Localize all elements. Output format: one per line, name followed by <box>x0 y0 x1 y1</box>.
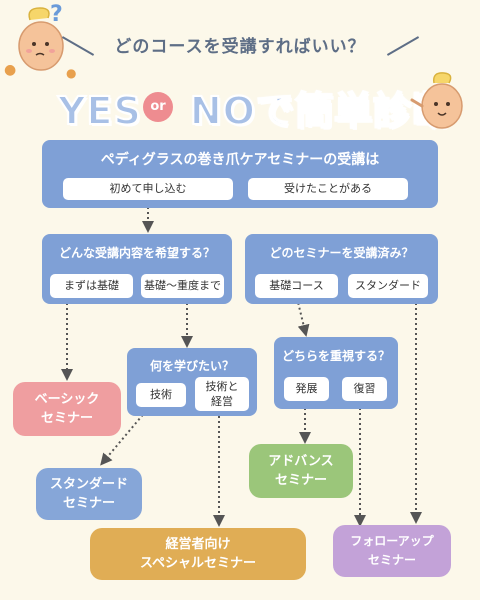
content-question: どんな受講内容を希望する？ <box>58 246 215 260</box>
result-management-line2: スペシャルセミナー <box>139 556 257 571</box>
option-review[interactable]: 復習 <box>342 377 387 401</box>
result-followup-line1: フォローアップ <box>350 534 434 548</box>
content-question-box: どんな受講内容を希望する？ まずは基礎 基礎〜重度まで <box>42 234 232 304</box>
option-tech[interactable]: 技術 <box>136 383 186 407</box>
result-standard-seminar[interactable]: スタンダード セミナー <box>36 468 142 520</box>
option-develop[interactable]: 発展 <box>284 377 329 401</box>
taken-question: どのセミナーを受講済み？ <box>269 246 414 260</box>
option-basic-first[interactable]: まずは基礎 <box>50 274 133 298</box>
result-management-seminar[interactable]: 経営者向け スペシャルセミナー <box>90 528 306 580</box>
result-advanced-line2: セミナー <box>274 473 327 488</box>
page-title: YES NOで簡単診断 <box>57 80 451 135</box>
focus-question-box: どちらを重視する？ 発展 復習 <box>274 337 398 409</box>
title-rest: NOで簡単診断 <box>189 88 451 134</box>
result-basic-line2: セミナー <box>40 411 93 426</box>
option-tech-and-management[interactable]: 技術と 経営 <box>195 377 249 411</box>
taken-question-box: どのセミナーを受講済み？ 基礎コース スタンダード <box>245 234 438 304</box>
result-basic-seminar[interactable]: ベーシック セミナー <box>13 382 121 436</box>
option-tech-and-management-line1: 技術と <box>205 380 239 393</box>
result-management-line1: 経営者向け <box>165 537 231 552</box>
start-question: ペディグラスの巻き爪ケアセミナーの受講は <box>100 152 380 168</box>
result-advanced-seminar[interactable]: アドバンス セミナー <box>249 444 353 498</box>
learn-question: 何を学びたい？ <box>149 359 234 373</box>
result-basic-line1: ベーシック <box>34 392 100 407</box>
paw-print-icon: ● <box>66 66 77 80</box>
or-badge: or <box>143 92 173 122</box>
option-standard[interactable]: スタンダード <box>348 274 428 298</box>
question-mark-icon: ? <box>50 2 63 27</box>
mascot-pointing-illustration <box>408 68 472 132</box>
learn-question-box: 何を学びたい？ 技術 技術と 経営 <box>127 348 257 416</box>
option-tech-and-management-line2: 経営 <box>211 395 233 408</box>
paw-print-icon: ● <box>4 62 17 78</box>
connector-tech <box>100 410 147 466</box>
option-basic-course[interactable]: 基礎コース <box>255 274 338 298</box>
option-basic-to-severe[interactable]: 基礎〜重度まで <box>141 274 224 298</box>
mascot-thinking-illustration <box>8 2 78 72</box>
subtitle: どのコースを受講すればいい？ <box>114 37 366 57</box>
result-standard-line2: セミナー <box>62 496 115 511</box>
title-yes: YES <box>57 88 142 134</box>
option-first-time[interactable]: 初めて申し込む <box>63 178 233 200</box>
option-taken-before[interactable]: 受けたことがある <box>248 178 408 200</box>
result-followup-seminar[interactable]: フォローアップ セミナー <box>333 525 451 577</box>
focus-question: どちらを重視する？ <box>281 349 390 363</box>
start-question-box: ペディグラスの巻き爪ケアセミナーの受講は 初めて申し込む 受けたことがある <box>42 140 438 208</box>
result-followup-line2: セミナー <box>367 553 416 567</box>
result-advanced-line1: アドバンス <box>268 454 334 469</box>
result-standard-line1: スタンダード <box>49 477 128 492</box>
